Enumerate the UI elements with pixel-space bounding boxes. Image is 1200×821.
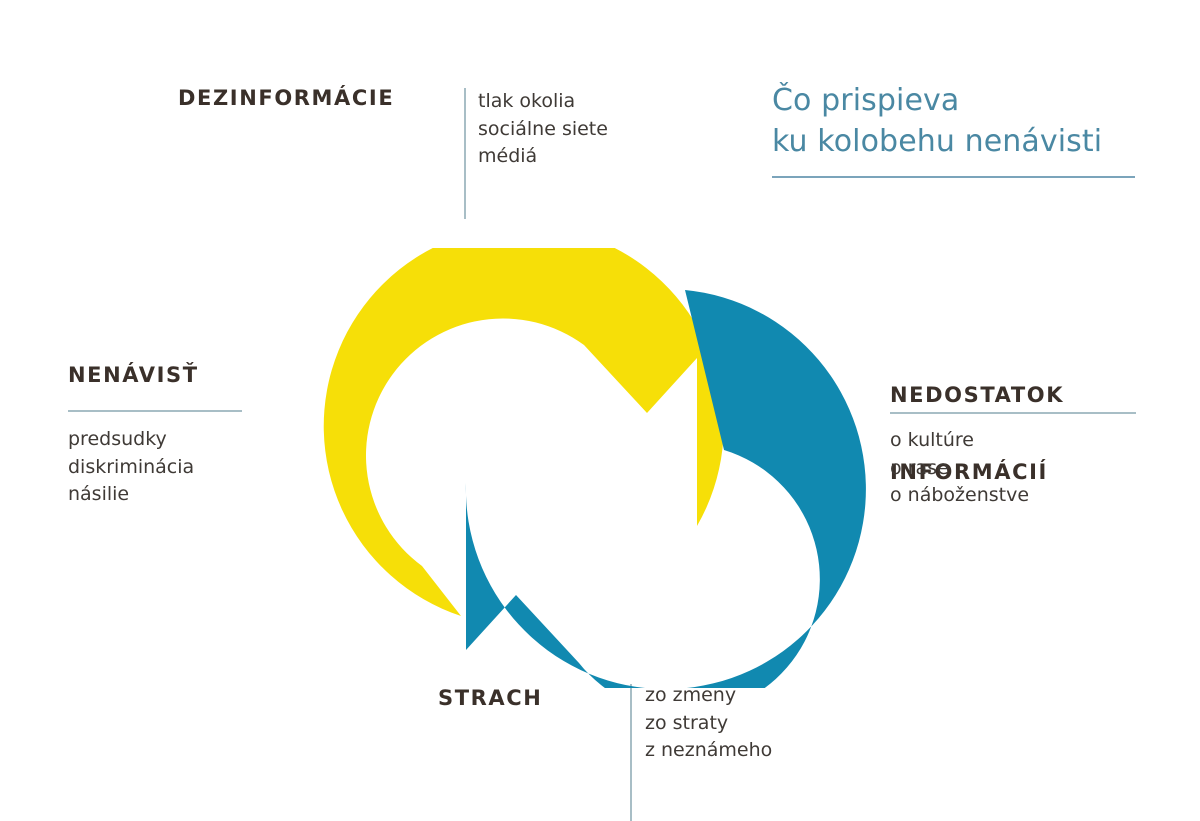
heading-disinformation: DEZINFORMÁCIE (178, 86, 395, 110)
divider-fear (630, 684, 632, 821)
list-item: z neznámeho (645, 739, 773, 762)
divider-hatred (68, 410, 242, 412)
heading-lack-of-information: NEDOSTATOK INFORMÁCIÍ (890, 332, 1064, 537)
list-item: predsudky (68, 428, 167, 450)
divider-disinformation (464, 88, 466, 219)
divider-lack-of-information (890, 412, 1136, 414)
teal-arrow-icon (465, 290, 866, 688)
heading-line-2: INFORMÁCIÍ (890, 460, 1048, 485)
title-underline (772, 176, 1135, 178)
heading-line-1: NEDOSTATOK (890, 383, 1065, 408)
list-hatred: predsudky diskriminácia násilie (68, 426, 194, 509)
list-item: o náboženstve (890, 484, 1030, 507)
list-item: médiá (478, 145, 538, 168)
list-item: tlak okolia (478, 90, 576, 112)
list-item: o rase (890, 456, 949, 479)
list-item: zo straty (645, 711, 729, 734)
list-lack-of-information: o kultúre o rase o náboženstve (890, 427, 1029, 510)
page-title: Čo prispieva ku kolobehu nenávisti (772, 80, 1172, 163)
list-item: o kultúre (890, 429, 974, 451)
list-item: násilie (68, 483, 130, 506)
list-item: sociálne siete (478, 117, 608, 140)
page-title-line-2: ku kolobehu nenávisti (772, 124, 1103, 160)
list-item: zo zmeny (645, 684, 737, 706)
cycle-svg (323, 248, 866, 688)
yellow-arrow-icon (323, 248, 724, 616)
list-disinformation: tlak okolia sociálne siete médiá (478, 88, 608, 171)
list-item: diskriminácia (68, 455, 195, 478)
heading-hatred: NENÁVISŤ (68, 363, 199, 387)
heading-fear: STRACH (438, 686, 543, 710)
page-title-line-1: Čo prispieva (772, 83, 960, 118)
hate-cycle-diagram (254, 248, 914, 688)
list-fear: zo zmeny zo straty z neznámeho (645, 682, 772, 765)
